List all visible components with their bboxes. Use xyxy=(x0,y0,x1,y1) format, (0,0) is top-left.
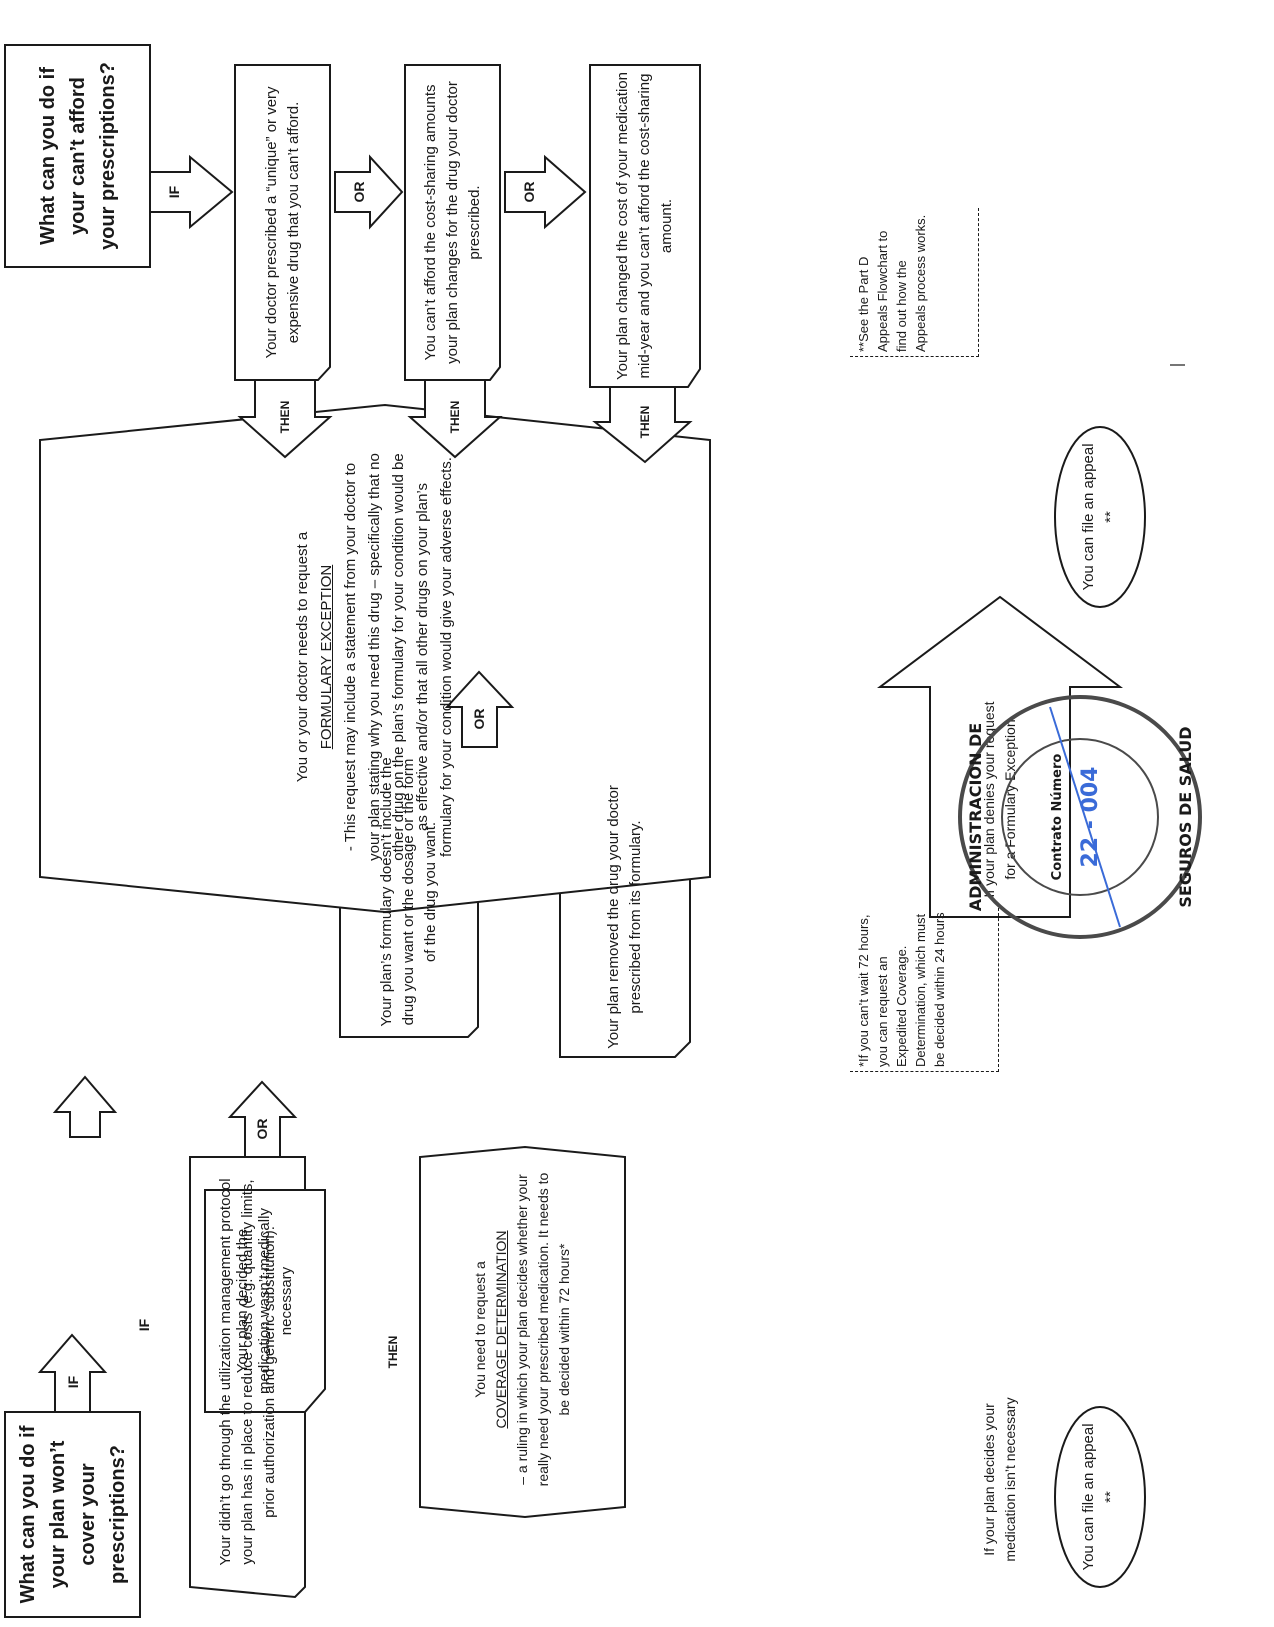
formulary-exception-term: FORMULARY EXCEPTION xyxy=(318,564,335,750)
right-or-label-2: OR xyxy=(521,181,537,203)
seal-label: Contrato Número xyxy=(1049,753,1065,881)
right-then-label-1: THEN xyxy=(278,400,292,434)
left-or-arrow-1 xyxy=(227,1080,298,1158)
expedited-note: *If you can’t wait 72 hours, you can req… xyxy=(850,903,999,1072)
right-then-label-3: THEN xyxy=(638,405,652,439)
appeals-flowchart-note: **See the Part D Appeals Flowchart to fi… xyxy=(850,208,979,357)
appeal-text-top: You can file an appeal ** xyxy=(1080,443,1119,591)
appeal-ellipse-top xyxy=(1054,426,1146,608)
left-if-label: IF xyxy=(65,1375,81,1389)
formulary-exception-text: You or your doctor needs to request a FO… xyxy=(45,447,705,867)
bottom-then-label: THEN xyxy=(386,1335,400,1369)
right-title-box xyxy=(4,44,151,268)
right-then-arrow-2 xyxy=(407,379,503,459)
right-cond3: Your plan changed the cost of your medic… xyxy=(614,72,675,380)
appeal-text-bottom: You can file an appeal ** xyxy=(1080,1423,1119,1571)
left-then-arrow-1 xyxy=(52,1075,118,1138)
seal-number: 22 - 004 xyxy=(1077,766,1103,868)
left-if-arrow xyxy=(37,1333,108,1413)
coverage-determination-text: You need to request a COVERAGE DETERMINA… xyxy=(425,1157,620,1502)
coverage-determination-box xyxy=(419,1145,626,1519)
coverage-line2: – a ruling in which your plan decides wh… xyxy=(514,1172,572,1487)
right-cond2: You can’t afford the cost-sharing amount… xyxy=(421,81,483,364)
seal-bottom-text: SEGUROS DE SALUD xyxy=(1175,726,1195,908)
left-or-arrow-2 xyxy=(444,670,515,748)
formulary-exception-line1: You or your doctor needs to request a xyxy=(294,531,311,783)
right-title: What can you do if your can’t afford you… xyxy=(36,62,119,250)
appeal-ellipse-bottom xyxy=(1054,1406,1146,1588)
bottom-denial-label: If your plan decides your medication isn… xyxy=(981,1397,1018,1562)
coverage-term: COVERAGE DETERMINATION xyxy=(493,1230,509,1429)
formulary-exception-box xyxy=(39,403,711,914)
right-then-label-2: THEN xyxy=(448,400,462,434)
bottom-cond-box xyxy=(204,1189,326,1413)
right-if-label: IF xyxy=(166,185,182,199)
right-or-arrow-1 xyxy=(334,154,404,230)
left-or-label-1: OR xyxy=(254,1118,270,1140)
right-or-label-1: OR xyxy=(351,181,367,203)
coverage-line1: You need to request a xyxy=(472,1261,488,1398)
right-then-arrow-3 xyxy=(592,386,693,464)
right-if-arrow xyxy=(149,154,234,230)
bottom-cond: Your plan decided the medication wasn’t … xyxy=(234,1208,295,1394)
right-then-arrow-1 xyxy=(237,379,333,459)
right-cond1: Your doctor prescribed a “unique” or ver… xyxy=(262,86,302,359)
bottom-if-label: IF xyxy=(136,1318,152,1332)
formulary-exception-line2: - This request may include a statement f… xyxy=(342,453,455,861)
seal-top-text: ADMINISTRACION DE xyxy=(965,722,985,912)
left-title: What can you do if your plan won’t cover… xyxy=(16,1425,129,1604)
right-or-arrow-2 xyxy=(504,154,587,230)
